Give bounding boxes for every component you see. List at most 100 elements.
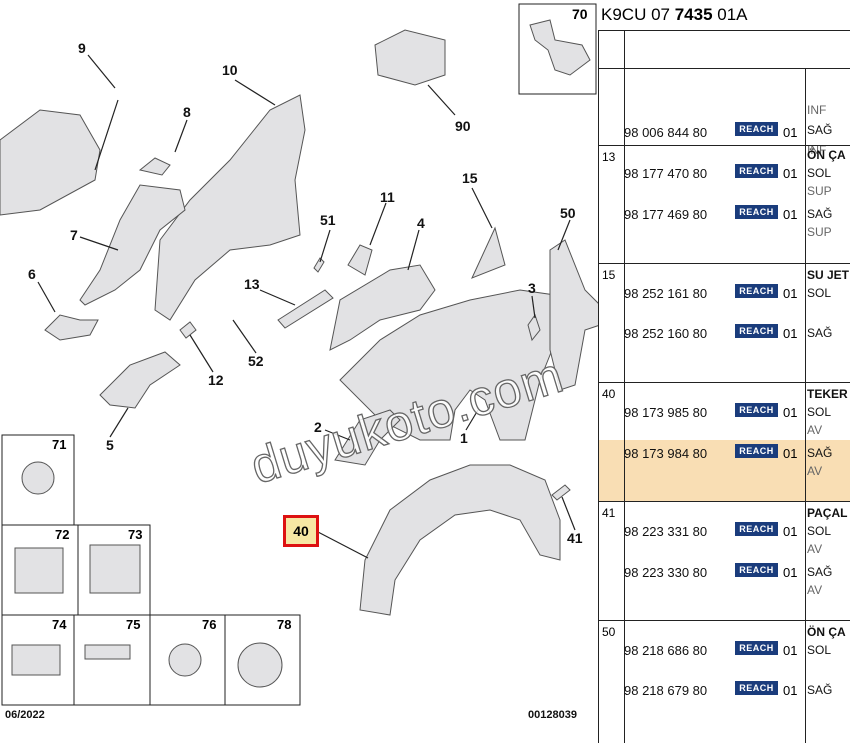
part-number[interactable]: 98 218 679 80 [624, 683, 708, 698]
table-row: 41 98 223 331 80 REACH 01 PAÇAL SOL AV 9… [599, 501, 850, 620]
parts-table: 98 006 844 80 REACH 01 INF SAĞ INF 13 98… [598, 30, 850, 743]
desc-line: SAĞ [807, 565, 833, 579]
desc-line: PAÇAL [807, 506, 848, 520]
highlighted-row-background [599, 440, 850, 501]
exploded-parts-diagram: 9 10 8 90 70 7 6 11 51 15 50 4 13 3 12 5… [0, 3, 598, 721]
desc-line: SAĞ [807, 326, 833, 340]
desc-line: SAĞ [807, 207, 833, 221]
callout-51: 51 [320, 212, 336, 228]
reach-badge: REACH [735, 641, 778, 655]
part-number[interactable]: 98 218 686 80 [624, 643, 708, 658]
reach-badge: REACH [735, 284, 778, 298]
box-label-75: 75 [124, 617, 143, 632]
part-number[interactable]: 98 173 985 80 [624, 405, 708, 420]
reach-badge: REACH [735, 324, 778, 338]
callout-52: 52 [248, 353, 264, 369]
part-number[interactable]: 98 252 161 80 [624, 286, 708, 301]
reach-badge: REACH [735, 164, 778, 178]
diagram-drawing [0, 3, 598, 706]
desc-line: INF [807, 143, 827, 157]
box-label-78: 78 [275, 617, 294, 632]
callout-4: 4 [417, 215, 425, 231]
ref-bold: 7435 [674, 5, 713, 24]
callout-9: 9 [78, 40, 86, 56]
quantity: 01 [783, 524, 798, 539]
reach-badge: REACH [735, 403, 778, 417]
desc-line: SUP [807, 184, 832, 198]
part-number-selected[interactable]: 98 173 984 80 [624, 446, 708, 461]
table-row: 13 98 177 470 80 REACH 01 ÖN ÇA SOL SUP … [599, 145, 850, 263]
quantity: 01 [783, 405, 798, 420]
part-number[interactable]: 98 006 844 80 [624, 125, 708, 140]
row-number: 40 [602, 387, 616, 401]
callout-15: 15 [462, 170, 478, 186]
callout-2: 2 [314, 419, 322, 435]
row-number: 13 [602, 150, 616, 164]
table-row: 50 98 218 686 80 REACH 01 ÖN ÇA SOL 98 2… [599, 620, 850, 743]
quantity: 01 [783, 683, 798, 698]
desc-line: SOL [807, 286, 832, 300]
desc-line: SOL [807, 405, 832, 419]
ref-prefix: K9CU 07 [601, 5, 675, 24]
ref-suffix: 01A [712, 5, 748, 24]
quantity: 01 [783, 565, 798, 580]
desc-line: ÖN ÇA [807, 148, 846, 162]
catalog-reference: K9CU 07 7435 01A [598, 0, 850, 30]
box-label-71: 71 [50, 437, 69, 452]
diagram-date: 06/2022 [5, 709, 45, 721]
callout-1: 1 [460, 430, 468, 446]
reach-badge: REACH [735, 563, 778, 577]
desc-line: ÖN ÇA [807, 625, 846, 639]
desc-line: SAĞ [807, 683, 833, 697]
quantity: 01 [783, 166, 798, 181]
callout-41: 41 [567, 530, 583, 546]
box-label-74: 74 [50, 617, 69, 632]
desc-line: SUP [807, 225, 832, 239]
table-header-row [599, 30, 850, 68]
desc-line: SOL [807, 524, 832, 538]
desc-line: INF [807, 103, 827, 117]
row-number: 15 [602, 268, 616, 282]
row-number: 41 [602, 506, 616, 520]
part-number[interactable]: 98 177 470 80 [624, 166, 708, 181]
box-label-76: 76 [200, 617, 219, 632]
desc-line: AV [807, 423, 823, 437]
diagram-code: 00128039 [528, 709, 577, 721]
desc-line: AV [807, 542, 823, 556]
desc-line: SOL [807, 643, 832, 657]
quantity: 01 [783, 643, 798, 658]
table-row: 15 98 252 161 80 REACH 01 SU JET SOL 98 … [599, 263, 850, 382]
reach-badge: REACH [735, 681, 778, 695]
quantity: 01 [783, 446, 798, 461]
reach-badge: REACH [735, 122, 778, 136]
callout-10: 10 [222, 62, 238, 78]
reach-badge: REACH [735, 444, 778, 458]
callout-50: 50 [560, 205, 576, 221]
quantity: 01 [783, 326, 798, 341]
quantity: 01 [783, 286, 798, 301]
box-label-72: 72 [53, 527, 72, 542]
reach-badge: REACH [735, 522, 778, 536]
part-number[interactable]: 98 223 330 80 [624, 565, 708, 580]
desc-line: SU JET [807, 268, 850, 282]
part-number[interactable]: 98 223 331 80 [624, 524, 708, 539]
callout-40-highlighted[interactable]: 40 [283, 515, 319, 547]
quantity: 01 [783, 207, 798, 222]
part-number[interactable]: 98 252 160 80 [624, 326, 708, 341]
callout-70: 70 [570, 6, 590, 22]
quantity: 01 [783, 125, 798, 140]
desc-line: TEKER [807, 387, 848, 401]
box-label-73: 73 [126, 527, 145, 542]
desc-line: SAĞ [807, 446, 833, 460]
row-number: 50 [602, 625, 616, 639]
part-number[interactable]: 98 177 469 80 [624, 207, 708, 222]
callout-12: 12 [208, 372, 224, 388]
table-row: 98 006 844 80 REACH 01 INF SAĞ INF [599, 68, 850, 170]
desc-line: SAĞ [807, 123, 833, 137]
callout-5: 5 [106, 437, 114, 453]
callout-8: 8 [183, 104, 191, 120]
desc-line: AV [807, 583, 823, 597]
callout-11: 11 [380, 189, 395, 205]
callout-7: 7 [70, 227, 78, 243]
callout-90: 90 [455, 118, 471, 134]
